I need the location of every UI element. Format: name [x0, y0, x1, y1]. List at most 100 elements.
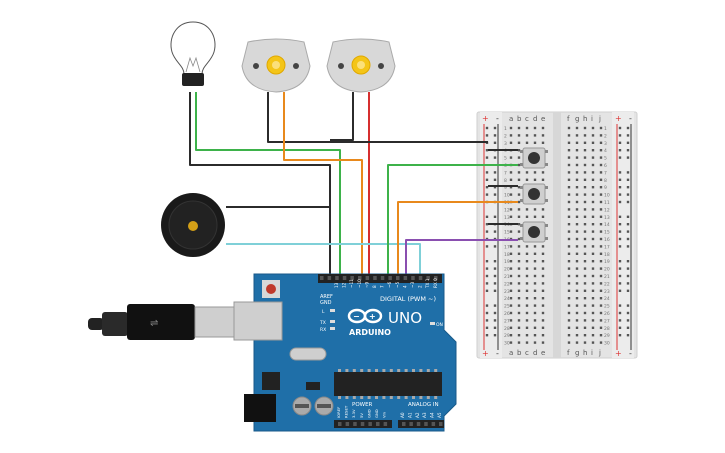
breadboard-row-number: 25	[504, 304, 510, 310]
breadboard-row-number: 13	[504, 215, 510, 221]
breadboard-row-number: 18	[604, 252, 610, 258]
rx-label: RX	[320, 327, 326, 333]
breadboard-row-number: 23	[604, 289, 610, 295]
breadboard-column-label: a	[509, 115, 513, 123]
breadboard-row-number: 27	[504, 318, 510, 324]
piezo-buzzer[interactable]	[161, 193, 225, 257]
push-button-2[interactable]	[520, 183, 548, 205]
breadboard-row-number: 10	[504, 193, 510, 199]
breadboard-column-label: i	[591, 115, 593, 123]
breadboard-row-number: 7	[504, 170, 507, 176]
breadboard-row-number: 28	[504, 326, 510, 332]
svg-text:+: +	[369, 312, 376, 321]
usb-cable[interactable]: ⇌	[88, 304, 238, 340]
rail-minus-label-bottom-right: -	[629, 349, 632, 358]
breadboard-row-number: 22	[504, 281, 510, 287]
wire-button3-signal[interactable]	[405, 239, 518, 280]
rail-plus-label-top-left: +	[482, 114, 489, 123]
digital-header	[318, 274, 442, 283]
breadboard-column-label: d	[533, 349, 537, 357]
digital-pin-label: ~6	[387, 281, 392, 288]
digital-pin-label: 13	[334, 282, 339, 288]
digital-pin-label: 2	[418, 285, 423, 288]
light-bulb[interactable]	[170, 21, 216, 86]
wire-bulb-gnd[interactable]	[189, 92, 331, 280]
power-pin-label: GND	[366, 409, 371, 418]
rail-plus-label-bottom-right: +	[615, 349, 622, 358]
breadboard-row-number: 2	[604, 133, 607, 139]
wire-motor1-gnd[interactable]	[267, 92, 330, 143]
breadboard-row-number: 9	[604, 185, 607, 191]
analog-pin-label: A4	[430, 412, 435, 418]
board-model: UNO	[388, 309, 422, 327]
breadboard-row-number: 8	[504, 178, 507, 184]
wire-buzzer-signal[interactable]	[226, 243, 421, 280]
breadboard-column-label: h	[583, 115, 587, 123]
power-pin-label: 3.3V	[351, 409, 356, 418]
wire-buzzer-gnd[interactable]	[226, 206, 331, 280]
breadboard-column-label: d	[533, 115, 537, 123]
dc-motor-1[interactable]	[241, 38, 311, 93]
power-pin-label: 5V	[359, 413, 364, 418]
breadboard-row-number: 27	[604, 318, 610, 324]
power-pin-label: Vin	[382, 411, 387, 418]
breadboard-row-number: 9	[504, 185, 507, 191]
analog-pin-label: A2	[415, 412, 420, 418]
digital-pin-label: TX 1	[425, 278, 430, 289]
breadboard-row-number: 12	[504, 207, 510, 213]
breadboard-column-label: e	[541, 115, 545, 123]
digital-pin-label: ~3	[410, 281, 415, 288]
rail-minus-label-bottom-left: -	[496, 349, 499, 358]
breadboard-column-label: j	[598, 349, 601, 357]
wire-motor2-gnd[interactable]	[330, 92, 354, 141]
wire-motor1-signal[interactable]	[283, 92, 363, 280]
breadboard-row-number: 4	[604, 148, 607, 154]
gnd-label: GND	[320, 300, 332, 306]
breadboard-row-number: 30	[504, 341, 510, 347]
breadboard-row-number: 22	[604, 281, 610, 287]
breadboard-column-label: c	[525, 349, 529, 357]
breadboard-row-number: 10	[604, 193, 610, 199]
push-button-3[interactable]	[520, 221, 548, 243]
breadboard-row-number: 21	[604, 274, 610, 280]
breadboard-row-number: 2	[504, 133, 507, 139]
breadboard-column-label: j	[598, 115, 601, 123]
breadboard-row-number: 20	[604, 267, 610, 273]
voltage-regulator	[262, 372, 280, 390]
wire-button1-signal[interactable]	[387, 164, 518, 280]
usb-jack	[233, 301, 283, 341]
breadboard-row-number: 25	[604, 304, 610, 310]
breadboard-row-number: 20	[504, 267, 510, 273]
breadboard-row-number: 1	[604, 126, 607, 132]
power-pin-label: RESET	[344, 405, 349, 418]
arduino-logo: − +	[347, 308, 383, 324]
breadboard-column-label: a	[509, 349, 513, 357]
push-button-1[interactable]	[520, 147, 548, 169]
power-pin-label: IOREF	[336, 407, 341, 418]
digital-pin-label: 8	[372, 285, 377, 288]
breadboard-column-label: b	[517, 115, 522, 123]
digital-pin-label: ~10	[357, 279, 362, 288]
breadboard-row-number: 26	[604, 311, 610, 317]
breadboard-row-number: 5	[504, 156, 507, 162]
aref-label: AREF	[320, 294, 333, 300]
wire-button2-signal[interactable]	[397, 201, 518, 280]
breadboard-rail-left	[480, 112, 502, 358]
digital-pin-label: 12	[342, 282, 347, 288]
breadboard-column-label: f	[567, 349, 570, 357]
breadboard-column-label: i	[591, 349, 593, 357]
breadboard-holes	[485, 126, 630, 344]
rail-plus-label-top-right: +	[615, 114, 622, 123]
digital-pin-label: 7	[380, 285, 385, 288]
breadboard-column-label: e	[541, 349, 545, 357]
breadboard-row-number: 24	[604, 296, 610, 302]
dc-motor-2[interactable]	[326, 38, 396, 93]
wire-bulb-signal[interactable]	[195, 92, 341, 280]
digital-pin-label: ~5	[395, 281, 400, 288]
